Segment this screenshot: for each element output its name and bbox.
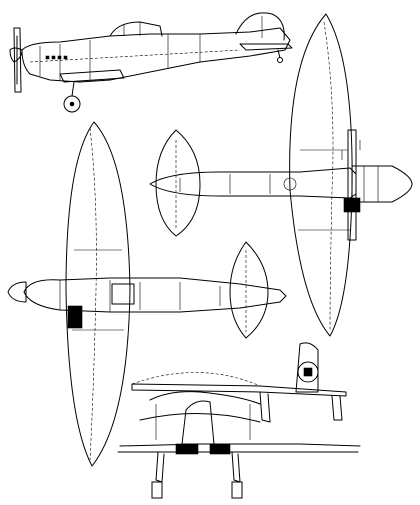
side-fin [235,12,285,41]
side-propeller [9,27,23,93]
top-wing [289,13,353,337]
top-nose [351,165,413,203]
side-tailplane [239,43,293,51]
top-fuselage [149,167,357,199]
front-fuselage [181,400,215,445]
front-right-gear [231,451,241,483]
top-view [149,13,413,337]
bottom-tailplane [229,241,269,339]
front-wing [131,383,347,397]
bottom-wing [65,121,131,467]
front-view [117,342,361,499]
front-left-gear [155,451,165,483]
bottom-spinner [7,281,27,303]
bottom-view [7,121,287,467]
bottom-fuselage [23,277,287,313]
side-view [9,12,293,113]
top-tailplane [155,129,201,237]
side-fuselage [21,27,291,83]
side-main-gear [71,81,75,97]
